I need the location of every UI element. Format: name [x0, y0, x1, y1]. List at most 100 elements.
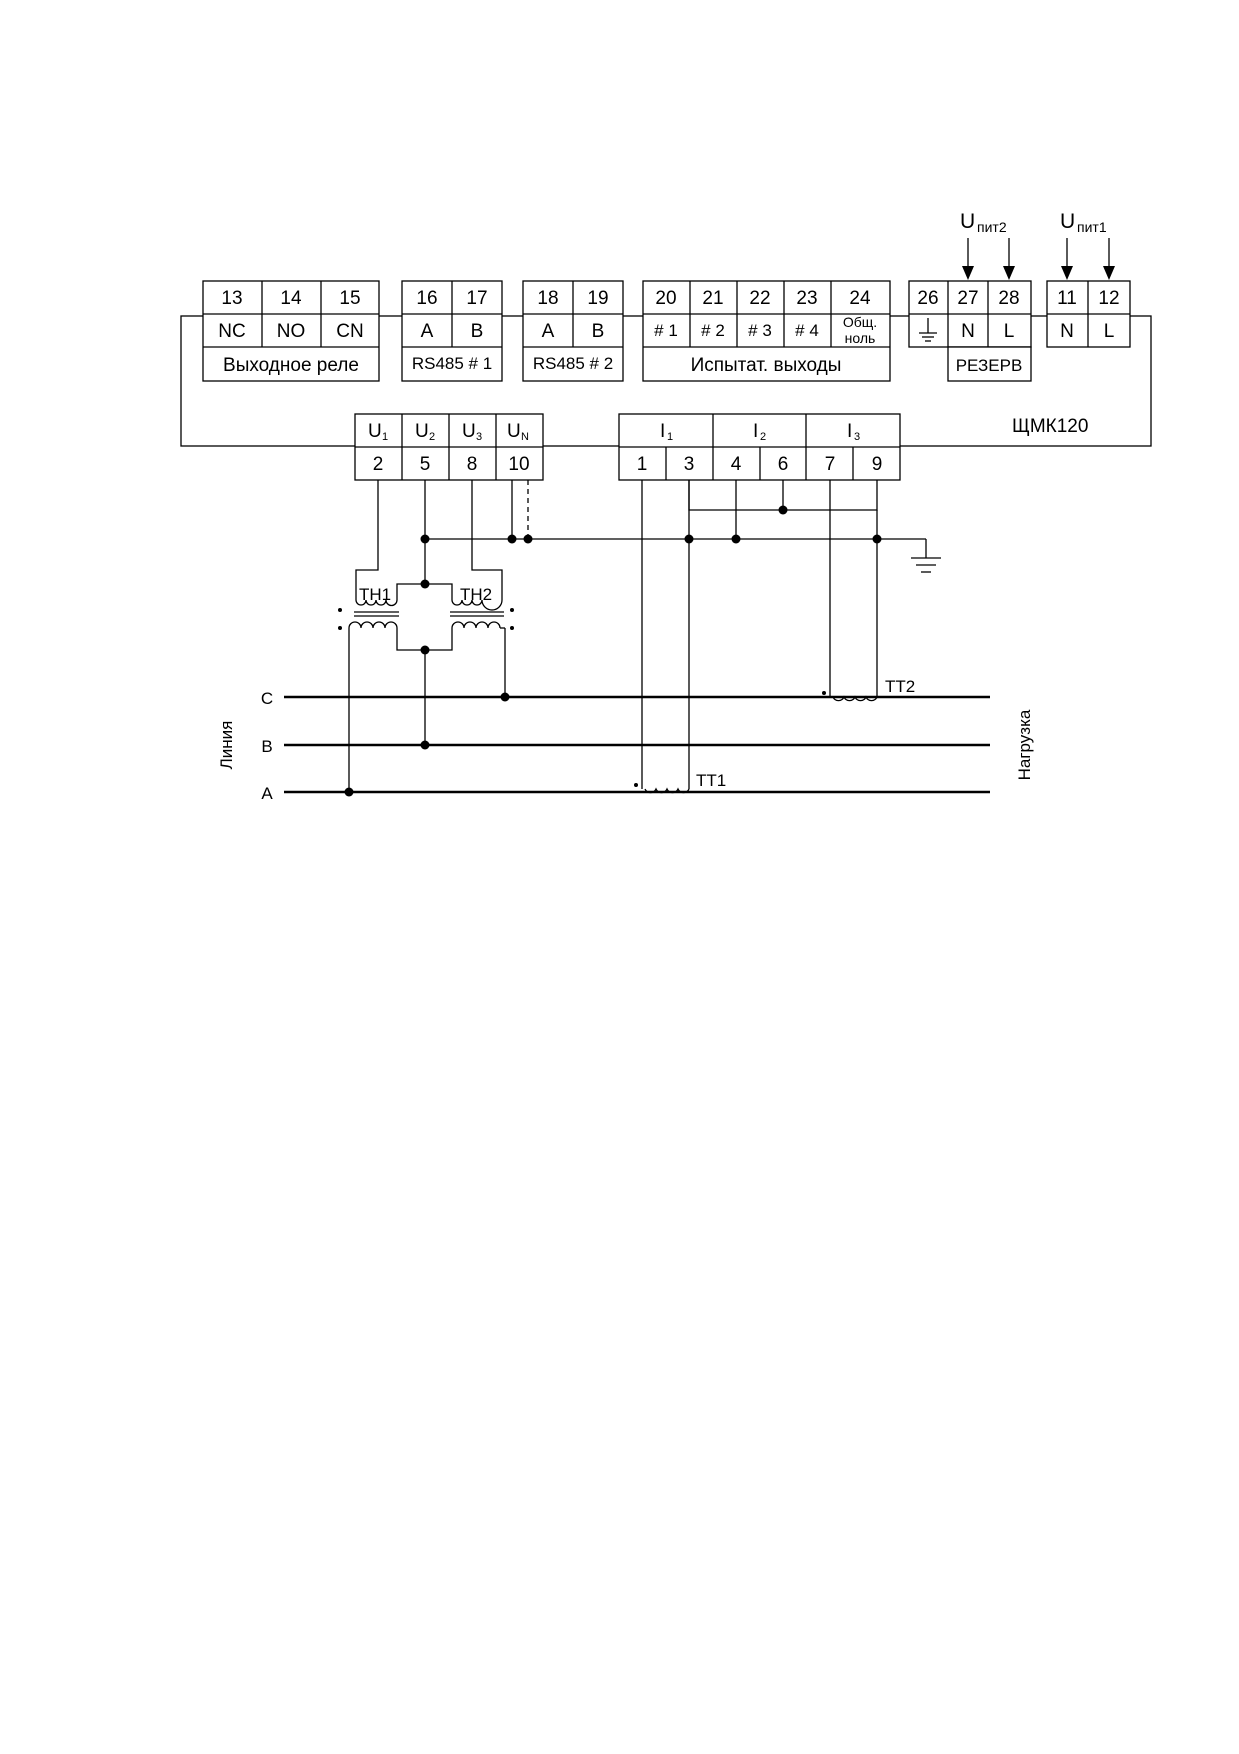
svg-text:2: 2	[429, 431, 435, 443]
svg-text:U: U	[960, 210, 975, 233]
rs485-1-b: B	[471, 321, 484, 342]
svg-text:1: 1	[382, 431, 388, 443]
terminal-1: 1	[637, 454, 648, 475]
power-n: N	[1060, 321, 1074, 342]
svg-text:ТН1: ТН1	[359, 585, 391, 604]
terminal-23: 23	[796, 288, 817, 309]
test-output-3: # 3	[748, 321, 772, 340]
main-supply-label: U пит1	[1060, 210, 1107, 235]
relay-no: NO	[277, 321, 306, 342]
relay-nc: NC	[218, 321, 245, 342]
rs485-2-terminal-block: 18 19 A B RS485 # 2	[522, 280, 624, 382]
test-output-2: # 2	[701, 321, 725, 340]
terminal-16: 16	[416, 288, 437, 309]
reserve-caption: РЕЗЕРВ	[956, 356, 1023, 375]
terminal-17: 17	[466, 288, 487, 309]
junction-dots	[344, 505, 882, 797]
svg-text:ТТ2: ТТ2	[885, 677, 915, 696]
wiring	[355, 480, 941, 789]
terminal-6: 6	[778, 454, 789, 475]
svg-text:1: 1	[667, 431, 673, 443]
rs485-2-caption: RS485 # 2	[533, 354, 613, 373]
terminal-20: 20	[655, 288, 676, 309]
reserve-supply-label: U пит2	[960, 210, 1007, 235]
phase-c-label: C	[261, 689, 273, 708]
test-outputs-caption: Испытат. выходы	[691, 355, 842, 376]
th2-transformer: ТН2	[450, 585, 514, 630]
tt1-transformer: ТТ1	[634, 771, 726, 794]
terminal-26: 26	[917, 288, 938, 309]
terminal-12: 12	[1098, 288, 1119, 309]
tt2-transformer: ТТ2	[822, 677, 915, 702]
rs485-2-a: A	[542, 321, 555, 342]
power-terminal-block: 11 12 N L	[1046, 280, 1131, 348]
terminal-9: 9	[872, 454, 883, 475]
terminal-28: 28	[998, 288, 1019, 309]
terminal-8: 8	[467, 454, 478, 475]
rs485-1-terminal-block: 16 17 A B RS485 # 1	[401, 280, 503, 382]
terminal-4: 4	[731, 454, 742, 475]
test-common-line2: ноль	[845, 330, 876, 346]
terminal-13: 13	[221, 288, 242, 309]
svg-text:I: I	[753, 421, 758, 442]
svg-text:N: N	[521, 431, 529, 443]
reserve-n: N	[961, 321, 975, 342]
ground-icon-bus	[911, 539, 941, 573]
terminal-22: 22	[749, 288, 770, 309]
terminal-10: 10	[508, 454, 529, 475]
reserve-l: L	[1004, 321, 1015, 342]
device-name: ЩМК120	[1012, 416, 1088, 437]
th1-transformer: ТН1	[338, 585, 399, 630]
terminal-11: 11	[1057, 288, 1077, 309]
line-label: Линия	[217, 721, 236, 770]
terminal-3: 3	[684, 454, 695, 475]
terminal-14: 14	[280, 288, 302, 309]
terminal-24: 24	[849, 288, 871, 309]
supply-arrows	[962, 238, 1115, 280]
svg-text:U: U	[415, 421, 429, 442]
phase-lines: C B A Линия Нагрузка	[217, 689, 1034, 803]
relay-caption: Выходное реле	[223, 355, 359, 376]
svg-text:U: U	[507, 421, 521, 442]
terminal-19: 19	[587, 288, 608, 309]
svg-text:пит1: пит1	[1077, 219, 1107, 235]
load-label: Нагрузка	[1015, 709, 1034, 780]
terminal-18: 18	[537, 288, 558, 309]
terminal-27: 27	[957, 288, 978, 309]
svg-text:I: I	[660, 421, 665, 442]
svg-text:3: 3	[476, 431, 482, 443]
rs485-1-caption: RS485 # 1	[412, 354, 492, 373]
rs485-1-a: A	[421, 321, 434, 342]
reserve-terminal-block: 26 27 28 N L РЕЗЕРВ	[908, 280, 1032, 382]
terminal-2: 2	[373, 454, 384, 475]
svg-text:пит2: пит2	[977, 219, 1007, 235]
test-output-4: # 4	[795, 321, 819, 340]
svg-text:2: 2	[760, 431, 766, 443]
phase-a-label: A	[261, 784, 273, 803]
svg-text:U: U	[462, 421, 476, 442]
svg-text:U: U	[1060, 210, 1075, 233]
svg-text:ТН2: ТН2	[460, 585, 492, 604]
phase-b-label: B	[261, 737, 272, 756]
power-l: L	[1104, 321, 1115, 342]
svg-text:U: U	[368, 421, 382, 442]
ground-icon	[919, 318, 937, 342]
svg-text:I: I	[847, 421, 852, 442]
relay-terminal-block: 13 14 15 NC NO CN Выходное реле	[202, 280, 380, 382]
terminal-5: 5	[420, 454, 431, 475]
relay-cn: CN	[336, 321, 363, 342]
terminal-21: 21	[702, 288, 723, 309]
test-common-line1: Общ.	[843, 314, 877, 330]
terminal-15: 15	[339, 288, 360, 309]
test-outputs-terminal-block: 20 21 22 23 24 # 1 # 2 # 3 # 4 Общ. ноль…	[642, 280, 891, 382]
